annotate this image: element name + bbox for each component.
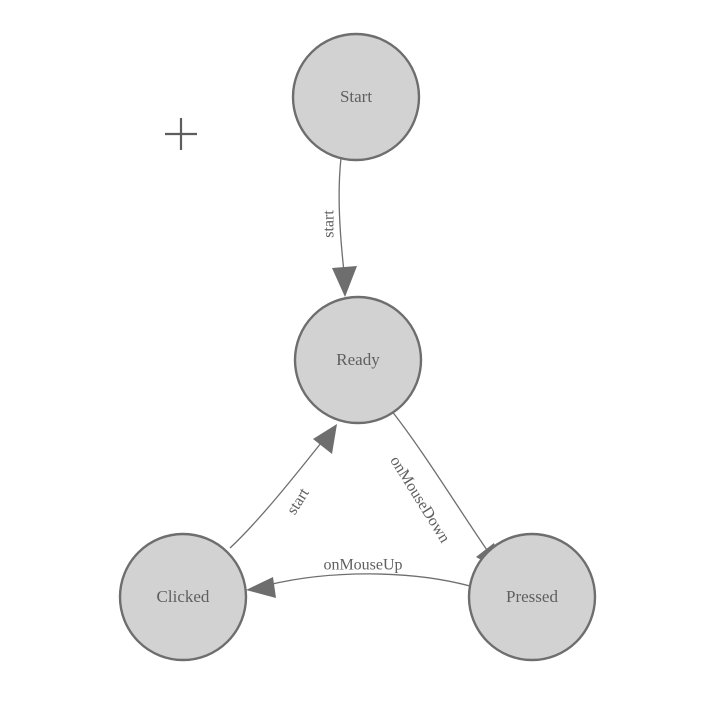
edge-label-pressed-to-clicked: onMouseUp (323, 557, 402, 574)
node-label-start: Start (340, 87, 372, 106)
node-label-clicked: Clicked (157, 587, 210, 606)
node-start[interactable]: Start (291, 32, 421, 162)
edge-label-clicked-to-ready: start (284, 485, 313, 518)
node-clicked[interactable]: Clicked (118, 532, 248, 662)
arrowhead-clicked-to-ready (313, 424, 337, 454)
arrowhead-pressed-to-clicked (246, 577, 276, 598)
node-circle-pressed[interactable] (467, 532, 597, 662)
nodes-layer: Start Ready Clicked Pressed (118, 32, 597, 662)
node-pressed[interactable]: Pressed (467, 532, 597, 662)
edge-start-to-ready[interactable]: start (321, 157, 357, 297)
edge-path-start-to-ready[interactable] (338, 157, 345, 273)
node-circle-start[interactable] (291, 32, 421, 162)
edge-path-pressed-to-clicked[interactable] (267, 573, 471, 587)
edge-label-start-to-ready: start (321, 210, 338, 238)
node-ready[interactable]: Ready (293, 295, 423, 425)
edge-clicked-to-ready[interactable]: start (229, 424, 337, 549)
node-label-pressed: Pressed (506, 587, 558, 606)
edge-path-ready-to-pressed[interactable] (390, 409, 490, 554)
edge-label-ready-to-pressed: onMouseDown (386, 453, 453, 546)
node-label-ready: Ready (336, 350, 380, 369)
arrowhead-start-to-ready (332, 266, 357, 297)
plus-crosshair-icon (165, 118, 197, 150)
node-circle-ready[interactable] (293, 295, 423, 425)
edge-path-clicked-to-ready[interactable] (229, 442, 322, 549)
edge-ready-to-pressed[interactable]: onMouseDown (386, 409, 503, 572)
edge-pressed-to-clicked[interactable]: onMouseUp (246, 557, 471, 598)
node-circle-clicked[interactable] (118, 532, 248, 662)
